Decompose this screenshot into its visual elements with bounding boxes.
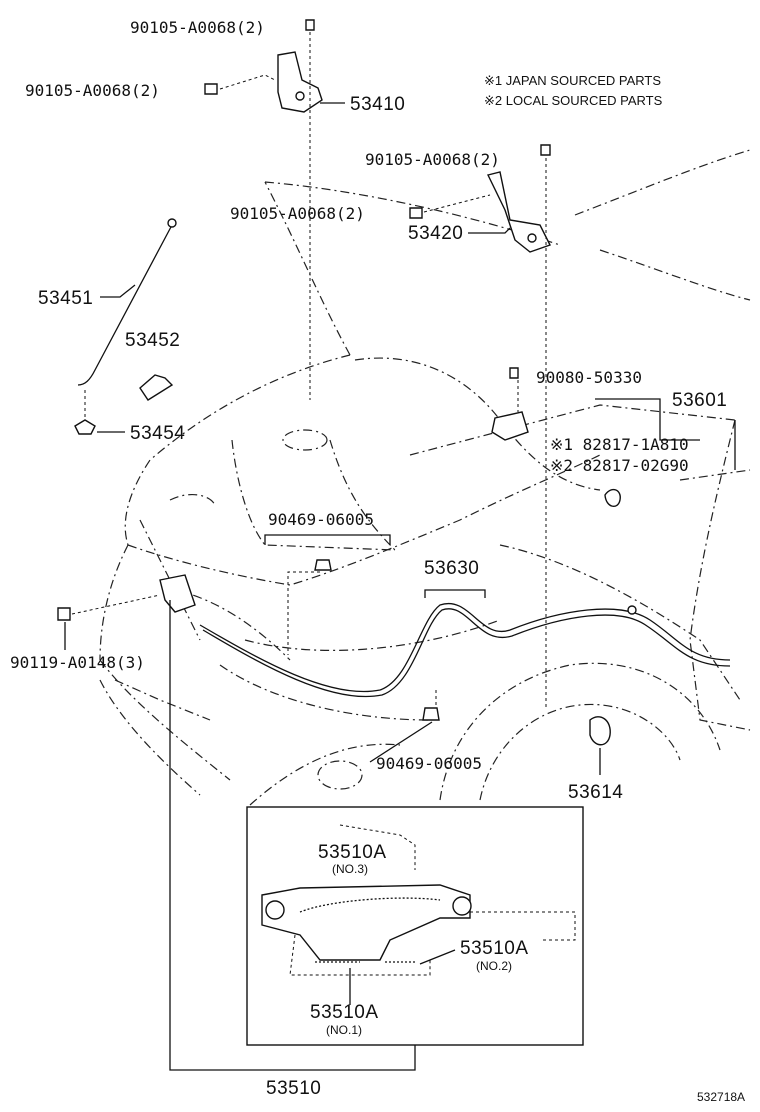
label-release-cable: 53630 bbox=[424, 558, 479, 579]
release-lever-group bbox=[589, 716, 611, 775]
bolt-top-icon bbox=[305, 19, 315, 31]
hood-lock bbox=[491, 411, 529, 441]
label-lock-local: ※2 82817-02G90 bbox=[550, 456, 689, 475]
rod-holder bbox=[139, 374, 174, 401]
bolt-right-mid-icon bbox=[409, 207, 423, 219]
label-bolt-top: 90105-A0068(2) bbox=[130, 18, 265, 37]
lock-striker-icon bbox=[604, 488, 621, 507]
label-ref-code: 532718A bbox=[697, 1090, 745, 1104]
note-local-sourced: ※2 LOCAL SOURCED PARTS bbox=[484, 93, 663, 108]
hood-hinge-right-group bbox=[409, 144, 551, 710]
spring-no3-coil bbox=[299, 897, 441, 913]
hinge-right-pivot-icon bbox=[527, 233, 537, 243]
clip-lower-icon bbox=[422, 707, 440, 721]
label-bolt-right-mid: 90105-A0068(2) bbox=[230, 204, 365, 223]
release-cable-group bbox=[199, 589, 731, 698]
bolt-lock-icon bbox=[57, 607, 71, 621]
label-bolt-right-top: 90105-A0068(2) bbox=[365, 150, 500, 169]
lock-bolt-group bbox=[57, 574, 196, 650]
clip-lower-group bbox=[369, 690, 440, 763]
cable-clamp-icon bbox=[627, 605, 637, 615]
label-spring-no3-sub: (NO.3) bbox=[332, 862, 368, 876]
label-clip-upper: 90469-06005 bbox=[268, 510, 374, 529]
hood-hinge-left-group bbox=[204, 19, 345, 400]
hood-hinge-left bbox=[277, 51, 323, 113]
label-lock-assy: 53601 bbox=[672, 390, 727, 411]
label-spring-no3: 53510A bbox=[318, 842, 387, 863]
label-spring-no1: 53510A bbox=[310, 1002, 379, 1023]
note-japan-sourced: ※1 JAPAN SOURCED PARTS bbox=[484, 73, 661, 88]
vehicle-body-outline bbox=[99, 149, 751, 806]
hood-lock-group bbox=[491, 367, 736, 507]
detail-inset bbox=[246, 806, 584, 1046]
label-release-lever: 53614 bbox=[568, 782, 623, 803]
clip-upper-group bbox=[264, 534, 391, 655]
label-bolt-lock: 90119-A0148(3) bbox=[10, 653, 145, 672]
rod-grommet-icon bbox=[74, 419, 96, 435]
bolt-left-icon bbox=[204, 83, 218, 95]
plate-hole-right-icon bbox=[452, 896, 472, 916]
hinge-assy-bracket-line bbox=[169, 600, 416, 1071]
label-hinge-right: 53420 bbox=[408, 223, 463, 244]
label-hinge-assy: 53510 bbox=[266, 1078, 321, 1099]
hood-hinge-right bbox=[486, 171, 551, 253]
plate-hole-left-icon bbox=[265, 900, 285, 920]
label-spring-no1-sub: (NO.1) bbox=[326, 1023, 362, 1037]
bolt-right-top-icon bbox=[540, 144, 551, 156]
label-hinge-left: 53410 bbox=[350, 94, 405, 115]
label-spring-no2: 53510A bbox=[460, 938, 529, 959]
screw-icon bbox=[509, 367, 519, 379]
label-support-rod: 53451 bbox=[38, 288, 93, 309]
label-lock-jp: ※1 82817-1A810 bbox=[550, 435, 689, 454]
label-rod-holder: 53452 bbox=[125, 330, 180, 351]
label-spring-no2-sub: (NO.2) bbox=[476, 959, 512, 973]
label-clip-lower: 90469-06005 bbox=[376, 754, 482, 773]
hood-support-rod-group bbox=[74, 218, 177, 435]
hinge-plate bbox=[261, 884, 471, 961]
label-bolt-left: 90105-A0068(2) bbox=[25, 81, 160, 100]
release-lever bbox=[589, 716, 611, 746]
label-rod-grommet: 53454 bbox=[130, 423, 185, 444]
rod-end-icon bbox=[167, 218, 177, 228]
hinge-left-pivot-icon bbox=[295, 91, 305, 101]
clip-upper-icon bbox=[314, 559, 332, 571]
label-screw: 90080-50330 bbox=[536, 368, 642, 387]
hood-latch bbox=[159, 574, 196, 613]
